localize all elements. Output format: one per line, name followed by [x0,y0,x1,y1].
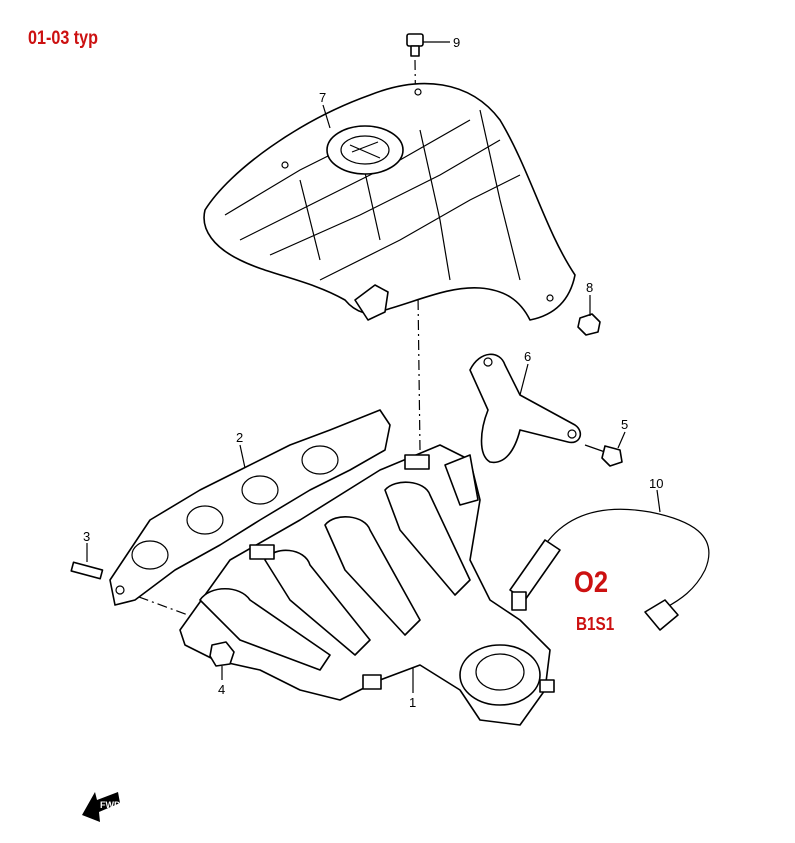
callout-8: 8 [586,280,593,295]
callout-7: 7 [319,90,326,105]
part-9-bolt [406,33,424,57]
part-7-heat-shield [203,82,576,321]
callout-3: 3 [83,529,90,544]
sensor-position-label: B1S1 [576,614,615,634]
callout-9: 9 [453,35,460,50]
part-2-gasket [109,409,391,606]
callout-5: 5 [621,417,628,432]
part-4-nut [209,641,235,667]
o2-sensor-label: O2 [574,566,609,599]
part-5-bolt [584,444,623,467]
part-6-bracket [469,353,582,464]
fwd-arrow-icon: FWD [82,792,121,822]
callout-10: 10 [649,476,663,491]
callouts: 9 7 8 6 5 10 2 3 4 1 [83,35,663,710]
part-1-exhaust-manifold [179,444,555,726]
callout-1: 1 [409,695,416,710]
callout-6: 6 [524,349,531,364]
fwd-label: FWD [100,800,121,810]
callout-2: 2 [236,430,243,445]
model-year-note: 01-03 typ [28,28,99,49]
callout-4: 4 [218,682,225,697]
part-8-nut [577,313,601,336]
part-10-o2-sensor [509,508,710,631]
part-3-stud [70,561,104,580]
